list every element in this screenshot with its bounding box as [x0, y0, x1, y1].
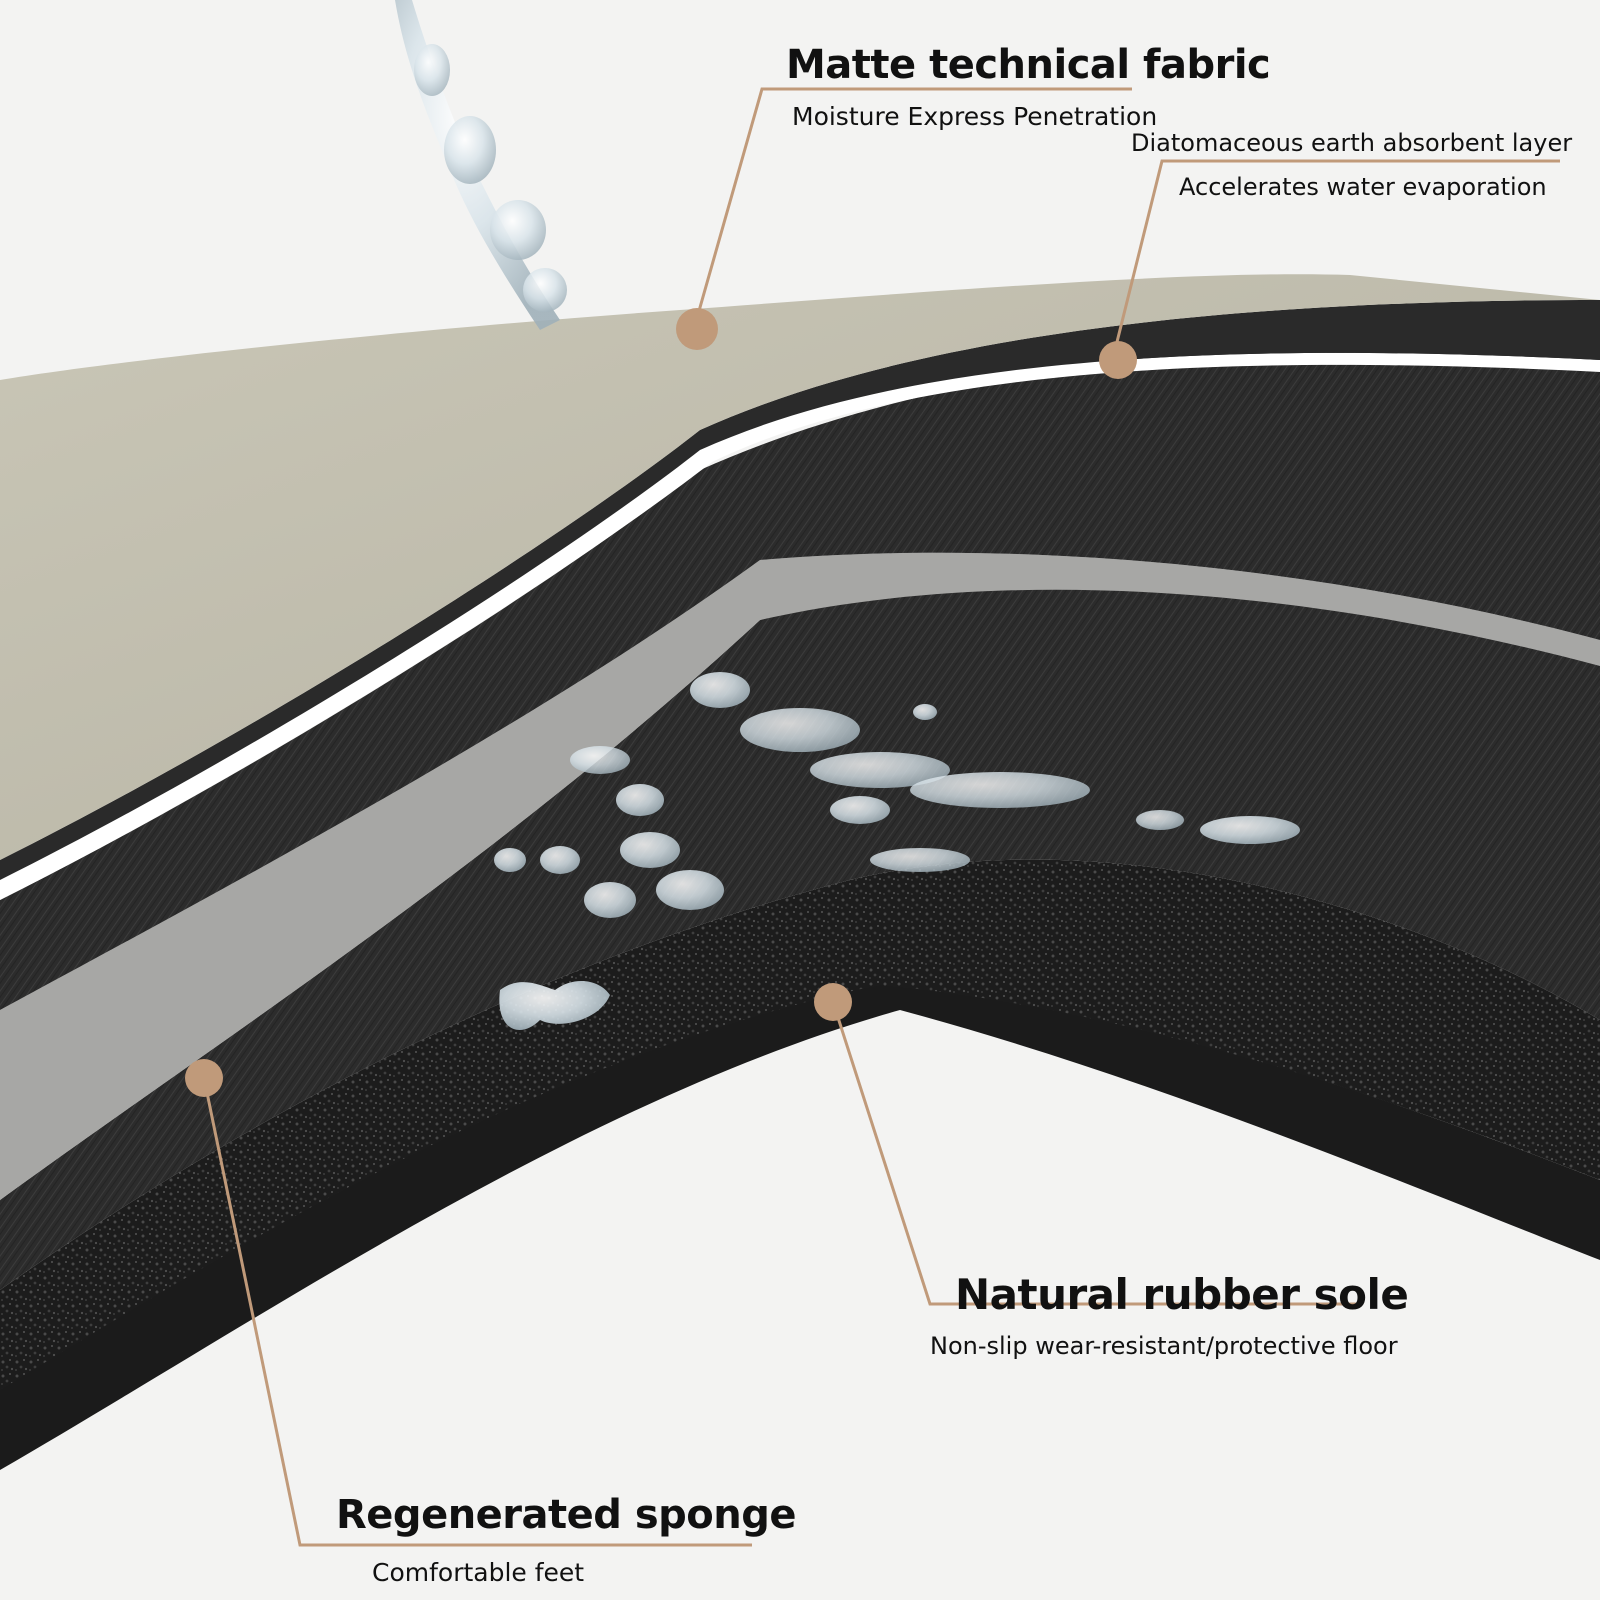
matte-fabric-dot	[676, 308, 718, 350]
rubber-sole-surface	[0, 980, 1600, 1470]
rubber-sole-leader	[831, 1001, 1360, 1306]
rubber-sole-dot	[814, 983, 852, 1021]
inner-fabric-layer	[0, 579, 1600, 1290]
rubber-sole-title: Natural rubber sole	[955, 1270, 1409, 1319]
sponge-leader	[202, 1077, 752, 1547]
diatom-layer	[0, 330, 1600, 1010]
callout-lines	[202, 87, 1560, 1547]
matte-fabric-layer	[0, 274, 1600, 860]
sponge-subtitle: Comfortable feet	[372, 1558, 585, 1587]
diatom-layer-title: Diatomaceous earth absorbent layer	[1131, 129, 1573, 157]
sponge-layer	[0, 859, 1600, 1390]
diatom-edge	[0, 552, 1600, 1200]
matte-fabric-leader	[695, 87, 1132, 319]
sponge-dot	[185, 1059, 223, 1097]
callout-dots	[185, 308, 1137, 1097]
sponge-title: Regenerated sponge	[336, 1492, 796, 1538]
matte-fabric-subtitle: Moisture Express Penetration	[792, 102, 1158, 131]
rubber-sole-layer	[0, 1000, 1600, 1600]
water-splash	[494, 672, 1300, 1030]
water-drop-icon	[395, 0, 567, 330]
diatom-layer-subtitle: Accelerates water evaporation	[1179, 173, 1547, 201]
diatom-leader	[1113, 159, 1560, 351]
rubber-sole-subtitle: Non-slip wear-resistant/protective floor	[930, 1332, 1398, 1360]
matte-fabric-title: Matte technical fabric	[786, 42, 1271, 88]
diatom-dot	[1099, 341, 1137, 379]
